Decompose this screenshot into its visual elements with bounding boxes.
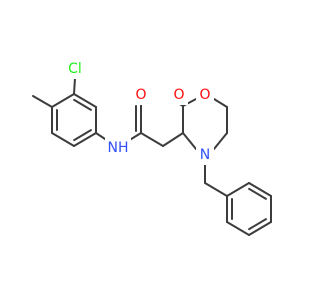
bond-ring-a-0 <box>73 93 97 108</box>
bond-ring-a-2 <box>73 132 97 147</box>
bond-ring-a-inner-1 <box>73 129 92 142</box>
bond-ch2-c3 <box>162 132 184 147</box>
bond-layer <box>32 77 272 236</box>
atom-label-cl: Cl <box>68 61 82 77</box>
atom-label-layer: Cl NH O O O N <box>64 59 214 165</box>
bond-ring-a-inner-0 <box>73 98 92 111</box>
atom-carbonyl-o: O <box>132 85 150 105</box>
bond-ring-b-1 <box>248 182 272 197</box>
atom-label-nh: NH <box>108 140 129 156</box>
bond-c5-n <box>213 132 228 150</box>
atom-lactone-o: O <box>170 85 188 105</box>
bond-carbonyl-ch2 <box>140 132 164 147</box>
bond-ring-b-inner-1 <box>248 218 267 231</box>
bond-ch2-ring-b <box>204 182 228 197</box>
atom-label-ring-o: O <box>199 87 210 103</box>
bond-ring-a-5 <box>51 93 75 108</box>
atom-label-lactone-o: O <box>173 87 184 103</box>
bond-ring-b-inner-0 <box>248 187 267 200</box>
bond-n-c3 <box>182 132 197 150</box>
atom-label-ring-n: N <box>200 147 210 163</box>
bond-o-c6 <box>213 98 228 108</box>
atom-cl: Cl <box>64 59 86 79</box>
bond-ring-b-4 <box>226 221 250 236</box>
atom-nh: NH <box>105 138 131 158</box>
bond-ring-a-3 <box>51 132 75 147</box>
molecule-structure: Cl NH O O O N <box>32 59 272 236</box>
bond-c-cl <box>73 77 76 95</box>
atom-ring-o: O <box>196 85 214 105</box>
bond-ring-b-3 <box>248 221 272 236</box>
bond-ring-b-0 <box>226 182 250 197</box>
bond-c-methyl <box>32 95 53 108</box>
atom-ring-n: N <box>196 145 214 165</box>
atom-label-carbonyl-o: O <box>135 87 146 103</box>
